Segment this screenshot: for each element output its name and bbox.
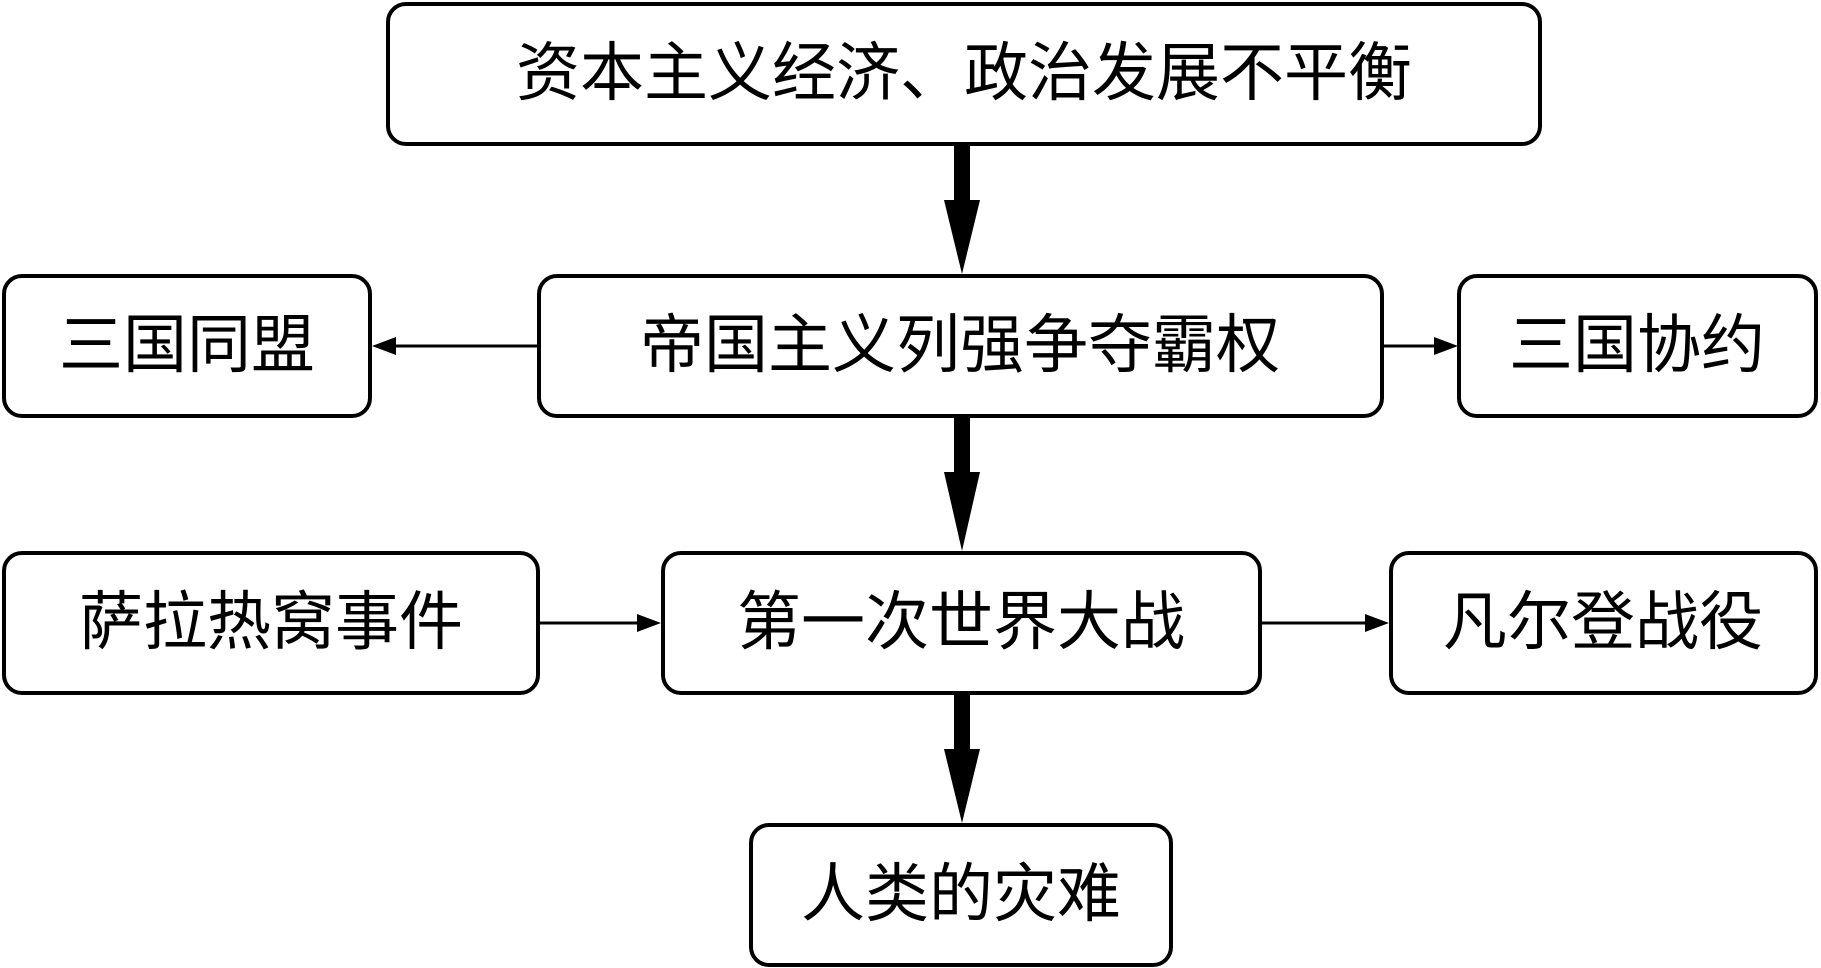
node-triple-entente-box [1457,274,1818,418]
node-verdun-label: 凡尔登战役 [1443,586,1763,660]
node-verdun: 凡尔登战役 [1389,551,1818,695]
node-sarajevo: 萨拉热窝事件 [2,551,540,695]
node-struggle: 帝国主义列强争夺霸权 [537,274,1384,418]
node-ww1-label: 第一次世界大战 [737,586,1185,660]
arrow-root-to-struggle [944,144,980,274]
arrow-struggle-to-ww1 [944,416,980,551]
node-verdun-box [1389,551,1818,695]
node-triple-alliance-label: 三国同盟 [59,309,315,383]
arrow-struggle-to-triple-alliance [372,337,539,355]
node-root-label: 资本主义经济、政治发展不平衡 [516,37,1412,111]
node-struggle-label: 帝国主义列强争夺霸权 [640,309,1280,383]
node-triple-alliance-box [2,274,372,418]
node-sarajevo-label: 萨拉热窝事件 [79,586,463,660]
arrow-ww1-to-verdun [1260,614,1389,632]
arrow-sarajevo-to-ww1 [538,614,661,632]
node-triple-entente-label: 三国协约 [1509,309,1765,383]
node-disaster-label: 人类的灾难 [801,858,1121,932]
arrow-struggle-to-triple-entente [1382,337,1458,355]
node-triple-entente: 三国协约 [1457,274,1818,418]
node-disaster: 人类的灾难 [749,823,1173,967]
node-root: 资本主义经济、政治发展不平衡 [386,2,1542,146]
node-disaster-box [749,823,1173,967]
node-ww1: 第一次世界大战 [661,551,1262,695]
node-triple-alliance: 三国同盟 [2,274,372,418]
arrow-ww1-to-disaster [944,693,980,823]
